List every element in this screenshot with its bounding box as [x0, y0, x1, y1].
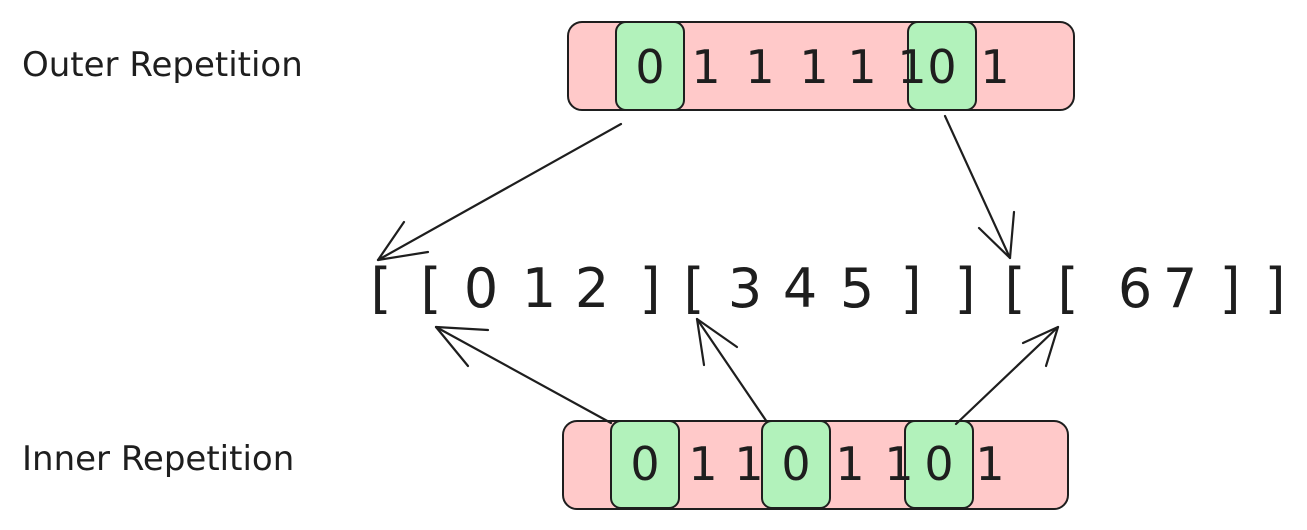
inner-arrow-to-list-67 — [954, 325, 1060, 426]
inner-repetition-label: Inner Repetition — [22, 439, 294, 479]
nested-list-element: 3 — [728, 257, 762, 320]
outer-digit: 1 — [799, 40, 828, 94]
outer-digit: 0 — [927, 40, 956, 94]
inner-digit: 0 — [781, 437, 810, 491]
inner-highlight — [761, 420, 831, 509]
nested-list-bracket: [ — [420, 257, 441, 320]
nested-list-element: 6 — [1118, 257, 1152, 320]
inner-arrow-to-list-345 — [695, 317, 769, 424]
inner-digit: 1 — [975, 437, 1004, 491]
nested-list-bracket: [ — [1004, 257, 1025, 320]
inner-digit: 1 — [688, 437, 717, 491]
outer-highlight — [907, 21, 977, 111]
outer-digit: 1 — [897, 40, 926, 94]
nested-list-bracket: [ — [1057, 257, 1078, 320]
outer-digit: 1 — [980, 40, 1009, 94]
nested-list-element: 0 — [464, 257, 498, 320]
nested-list-bracket: ] — [900, 257, 921, 320]
outer-arrow-to-second-list — [943, 114, 1016, 260]
nested-list-element: 4 — [783, 257, 817, 320]
outer-repetition-label: Outer Repetition — [22, 45, 303, 85]
inner-highlight — [610, 420, 680, 509]
outer-arrow-to-first-list — [376, 122, 623, 262]
inner-digit: 1 — [734, 437, 763, 491]
nested-list-bracket: [ — [683, 257, 704, 320]
nested-list-element: 7 — [1163, 257, 1197, 320]
outer-highlight — [615, 21, 685, 111]
nested-list-bracket: ] — [1264, 257, 1285, 320]
inner-digit: 0 — [630, 437, 659, 491]
nested-list-element: 1 — [522, 257, 556, 320]
inner-arrow-to-list-012 — [434, 325, 613, 425]
outer-digit: 1 — [745, 40, 774, 94]
inner-digit: 1 — [884, 437, 913, 491]
nested-list-bracket: ] — [639, 257, 660, 320]
outer-digit: 1 — [847, 40, 876, 94]
outer-digit: 0 — [635, 40, 664, 94]
inner-digit: 1 — [835, 437, 864, 491]
nested-list-element: 2 — [575, 257, 609, 320]
inner-highlight — [904, 420, 974, 509]
nested-list-element: 5 — [840, 257, 874, 320]
nested-list-bracket: ] — [1219, 257, 1240, 320]
inner-digit: 0 — [924, 437, 953, 491]
outer-digit: 1 — [691, 40, 720, 94]
nested-list-bracket: ] — [954, 257, 975, 320]
nested-list-bracket: [ — [370, 257, 391, 320]
